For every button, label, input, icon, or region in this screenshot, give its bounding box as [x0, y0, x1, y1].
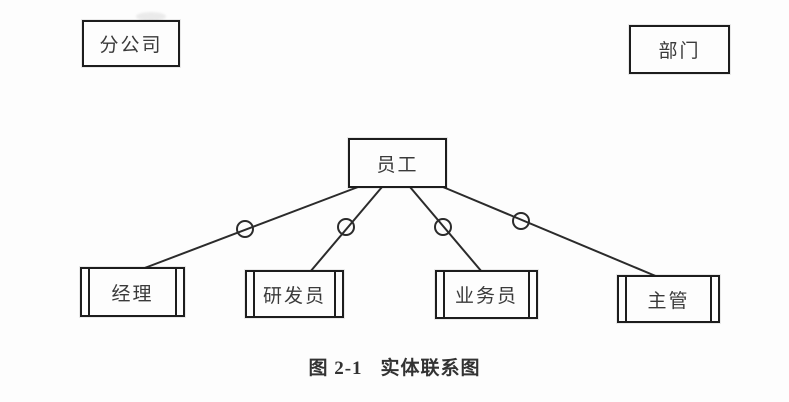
- figure-number: 图 2-1: [308, 358, 363, 379]
- isa-circle-supervisor: [512, 212, 530, 230]
- entity-label: 员工: [376, 154, 419, 176]
- figure-title: 实体联系图: [380, 358, 481, 379]
- connector-employee-sales: [409, 186, 483, 273]
- connector-employee-manager: [141, 186, 359, 270]
- entity-label: 分公司: [99, 35, 163, 56]
- entity-label: 主管: [647, 290, 690, 312]
- isa-circle-rd: [337, 218, 355, 236]
- subtype-entity-rd-staff: 研发员: [245, 270, 344, 318]
- connector-employee-rd: [309, 186, 383, 273]
- connector-employee-supervisor: [442, 186, 659, 278]
- figure-caption: 图 2-1 实体联系图: [0, 353, 789, 380]
- entity-department: 部门: [629, 25, 730, 74]
- entity-employee: 员工: [348, 138, 447, 188]
- subtype-entity-supervisor: 主管: [617, 275, 720, 323]
- isa-circle-sales: [434, 218, 452, 236]
- entity-branch-company: 分公司: [82, 20, 180, 67]
- subtype-entity-manager: 经理: [80, 267, 185, 317]
- entity-label: 业务员: [454, 286, 518, 307]
- entity-label: 研发员: [262, 285, 326, 307]
- entity-label: 部门: [658, 41, 701, 62]
- subtype-entity-salesperson: 业务员: [435, 270, 538, 319]
- isa-circle-manager: [236, 220, 254, 238]
- entity-label: 经理: [111, 283, 154, 305]
